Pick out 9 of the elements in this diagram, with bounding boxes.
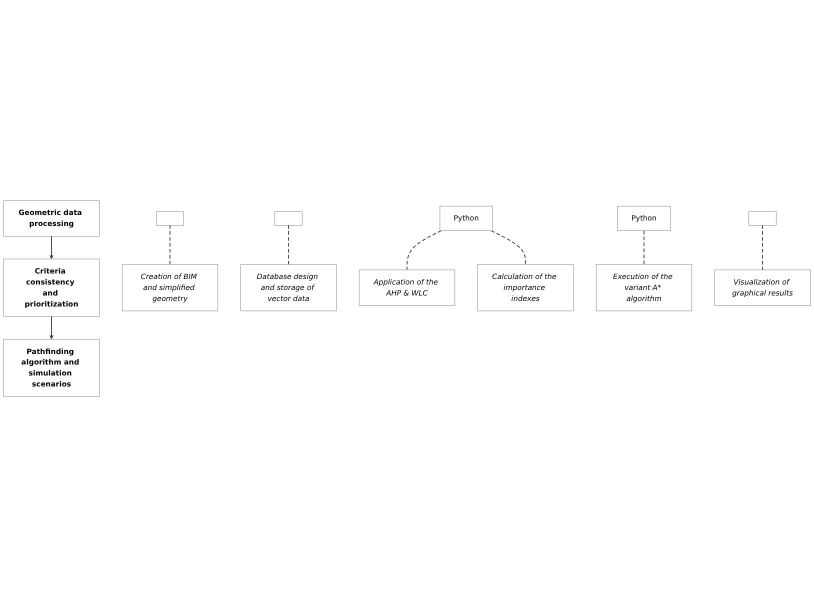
node-box — [156, 212, 184, 226]
connector — [490, 230, 526, 266]
arrow — [50, 316, 54, 340]
connector — [288, 225, 289, 266]
connector — [762, 225, 763, 271]
node-box — [748, 212, 776, 226]
node-box — [274, 212, 302, 226]
arrow — [50, 236, 54, 260]
connector — [406, 230, 442, 271]
